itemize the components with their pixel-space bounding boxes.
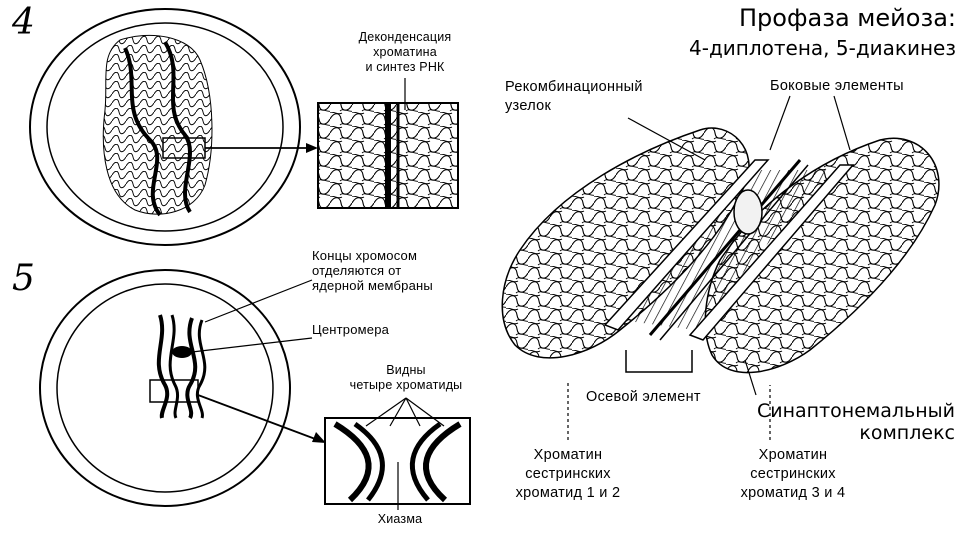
diagram-title: Профаза мейоза: xyxy=(739,4,956,32)
decondensation-label: Деконденсация хроматина и синтез РНК xyxy=(358,30,452,74)
diakinesis-cell xyxy=(39,269,326,507)
panel-4-magnified-view xyxy=(317,78,459,209)
synaptonemal-complex-label: Синаптонемальный комплекс xyxy=(757,400,955,444)
chromatin-1-2-label: Хроматин сестринских хроматид 1 и 2 xyxy=(515,447,621,501)
four-chromatids-label: Видны четыре хроматиды xyxy=(349,363,463,392)
diagram-subtitle: 4-диплотена, 5-диакинез xyxy=(689,36,956,60)
chromosome-ends-label: Концы хромосом отделяются от ядерной мем… xyxy=(312,248,433,293)
chiasma-label: Хиазма xyxy=(377,512,423,526)
diplotene-cell xyxy=(29,8,318,246)
stage-5-number: 5 xyxy=(12,258,35,299)
centromere-label: Центромера xyxy=(312,322,390,337)
lateral-elements-label: Боковые элементы xyxy=(770,78,904,94)
recombination-nodule-label: Рекомбинационный узелок xyxy=(505,79,643,114)
stage-4-number: 4 xyxy=(12,2,35,43)
synaptonemal-complex xyxy=(501,95,940,440)
chromatin-3-4-label: Хроматин сестринских хроматид 3 и 4 xyxy=(740,447,846,501)
panel-5-magnified-view xyxy=(324,397,471,510)
axial-element-label: Осевой элемент xyxy=(586,389,701,405)
